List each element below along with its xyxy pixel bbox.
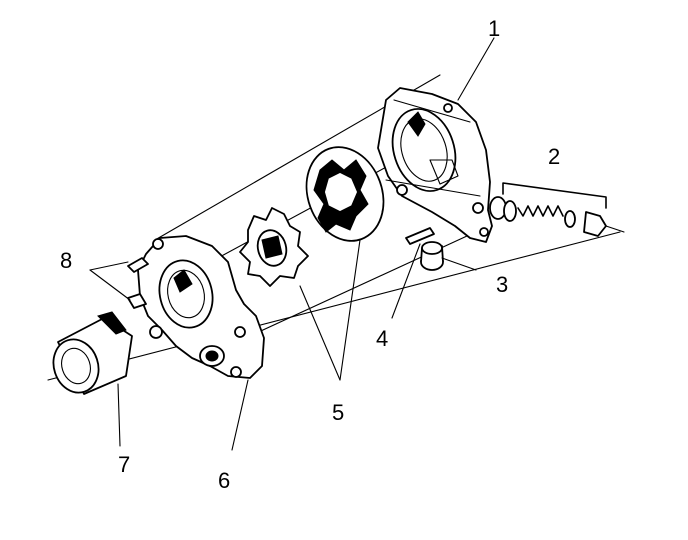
- leader-lines: [89, 37, 495, 451]
- leader-3: [441, 257, 477, 271]
- callout-7: 7: [118, 452, 130, 477]
- callout-5: 5: [332, 400, 344, 425]
- leader-6: [231, 379, 249, 451]
- pump-housing: [377, 87, 493, 243]
- relief-valve-assembly: [489, 182, 625, 237]
- inner-rotor: [239, 207, 309, 287]
- cover-plate: [137, 235, 265, 379]
- callout-4: 4: [376, 326, 388, 351]
- outer-rotor: [305, 146, 385, 242]
- callout-8: 8: [60, 248, 72, 273]
- pin-part: [405, 227, 435, 245]
- leader-8b: [89, 269, 131, 301]
- plug-part: [420, 241, 444, 271]
- leader-8a: [89, 261, 129, 271]
- callout-3: 3: [496, 272, 508, 297]
- assembly-axis-line: [47, 231, 621, 381]
- leader-5b: [339, 239, 361, 381]
- leader-4: [391, 243, 421, 319]
- callout-labels: 1 2 3 4 5 6 7 8: [60, 16, 560, 493]
- sleeve-bushing: [52, 311, 133, 395]
- leader-7: [117, 383, 121, 447]
- cover-bolts: [127, 257, 149, 309]
- callout-6: 6: [218, 468, 230, 493]
- callout-2: 2: [548, 144, 560, 169]
- leader-5a: [299, 285, 341, 381]
- leader-1: [457, 37, 495, 101]
- callout-1: 1: [488, 16, 500, 41]
